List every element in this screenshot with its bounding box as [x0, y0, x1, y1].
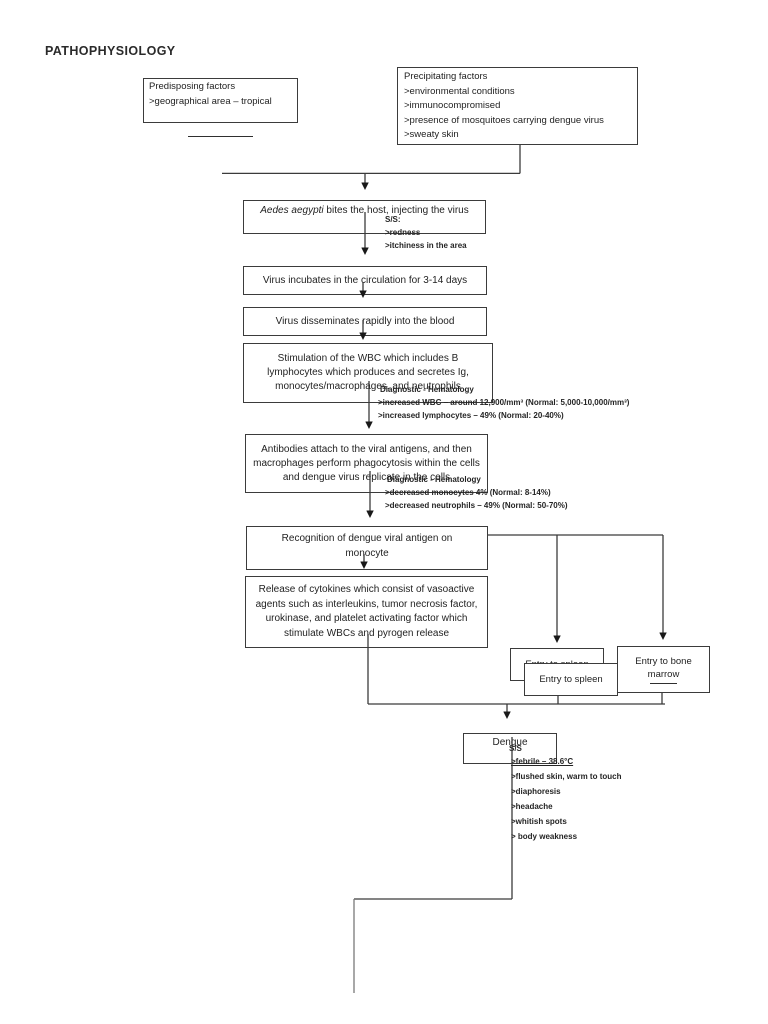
precipitating-item: >sweaty skin [404, 129, 459, 140]
diagnostic-item: >increased WBC – around 12,900/mm³ (Norm… [378, 398, 630, 407]
ss-item: >headache [511, 802, 553, 811]
diagnostic-item: >increased lymphocytes – 49% (Normal: 20… [378, 411, 564, 420]
blank-underline [650, 683, 677, 684]
ss-item: >itchiness in the area [385, 240, 467, 250]
ss-item: >whitish spots [511, 817, 567, 826]
diagnostic1-label: Diagnostic - Hematology [380, 385, 474, 394]
predisposing-item: >geographical area – tropical [149, 95, 272, 107]
entry-bone-marrow-text: Entry to bone marrow [635, 656, 692, 680]
ss-item: >diaphoresis [511, 787, 561, 796]
precipitating-heading: Precipitating factors [404, 71, 488, 82]
recognition-text: Recognition of dengue viral antigen on m… [281, 533, 453, 559]
dengue-text: Dengue [492, 737, 528, 748]
dissemination-box: Virus disseminates rapidly into the bloo… [243, 307, 487, 336]
ss-item: >flushed skin, warm to touch [511, 772, 622, 781]
entry-spleen-front-box: Entry to spleen [524, 663, 618, 696]
release-text: Release of cytokines which consist of va… [255, 584, 478, 639]
precipitating-item: >presence of mosquitoes carrying dengue … [404, 114, 604, 126]
predisposing-factors-box: Predisposing factors >geographical area … [143, 78, 298, 123]
wbc-stimulation-box: Stimulation of the WBC which includes B … [243, 343, 493, 403]
diagnostic1-list: >increased WBC – around 12,900/mm³ (Norm… [378, 398, 629, 424]
ss-item: >redness [385, 228, 421, 237]
stimulation-text: Stimulation of the WBC which includes B … [267, 353, 469, 392]
precipitating-item: >environmental conditions [404, 85, 515, 97]
diagnostic-item: >decreased monocytes 4% (Normal: 8-14%) [385, 488, 551, 497]
recognition-box: Recognition of dengue viral antigen on m… [246, 526, 488, 570]
page-title: PATHOPHYSIOLOGY [45, 44, 176, 58]
bite-ss-list: >redness >itchiness in the area [385, 228, 467, 253]
dengue-ss-label: S/S [509, 744, 522, 753]
diagnostic-item: >decreased neutrophils – 49% (Normal: 50… [385, 501, 568, 510]
entry-spleen-text: Entry to spleen [539, 673, 603, 685]
dengue-box: Dengue [463, 733, 557, 764]
bite-ss-label: S/S: [385, 215, 401, 224]
ss-item: > body weakness [511, 832, 578, 841]
ss-item: >febrile – 38.6°C [511, 757, 574, 766]
cytokine-release-box: Release of cytokines which consist of va… [245, 576, 488, 648]
dissemination-text: Virus disseminates rapidly into the bloo… [275, 315, 455, 327]
entry-bone-marrow-box: Entry to bone marrow [617, 646, 710, 693]
species-name: Aedes aegypti [260, 205, 324, 216]
precipitating-factors-box: Precipitating factors >environmental con… [397, 67, 638, 145]
blank-underline [188, 136, 253, 137]
antibodies-box: Antibodies attach to the viral antigens,… [245, 434, 488, 493]
predisposing-heading: Predisposing factors [149, 81, 236, 92]
incubation-text: Virus incubates in the circulation for 3… [262, 274, 468, 286]
precipitating-item: >immunocompromised [404, 100, 501, 111]
diagnostic2-list: >decreased monocytes 4% (Normal: 8-14%) … [385, 488, 568, 514]
bite-text: bites the host, injecting the virus [323, 205, 469, 216]
diagnostic2-label: Diagnostic - Hematology [387, 475, 481, 484]
dengue-ss-list: >febrile – 38.6°C >flushed skin, warm to… [511, 757, 621, 847]
incubation-box: Virus incubates in the circulation for 3… [243, 266, 487, 295]
antibodies-text: Antibodies attach to the viral antigens,… [253, 443, 480, 483]
